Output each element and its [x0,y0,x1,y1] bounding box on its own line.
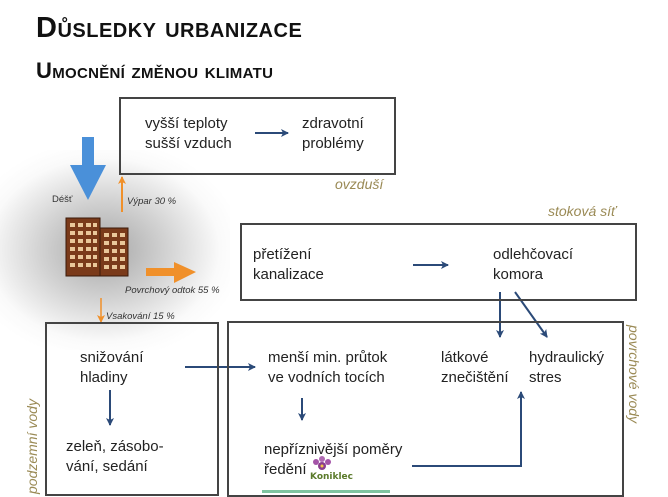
runoff-label: Povrchový odtok 55 % [125,285,220,296]
sewer-box [240,223,637,301]
rain-label: Déšť [52,194,73,205]
sewer-overflow-text: odlehčovací komora [493,246,574,283]
groundwater-box [45,322,219,496]
surfacewater-flow-text: menší min. průtok ve vodních tocích [268,349,388,386]
air-tag: ovzduší [335,176,384,192]
surfacewater-pollution-text: látkové znečištění [441,349,509,386]
logo-underline [262,490,390,493]
groundwater-level-text: snižování hladiny [80,349,144,386]
koniklec-flower-icon [313,456,331,470]
surfacewater-hydraulic-text: hydraulický stres [529,349,605,386]
sewer-tag: stoková síť [548,203,616,219]
koniklec-logo: Koniklec [310,472,354,482]
air-effect-text: zdravotní problémy [302,115,364,152]
page-subtitle: Umocnění změnou klimatu [36,58,274,83]
infiltration-label: Vsakování 15 % [106,311,175,322]
surfacewater-side-tag: povrchové vody [626,325,642,424]
surfacewater-box [227,321,624,497]
rain-arrow-icon [70,137,106,200]
air-box [119,97,396,175]
air-cause-text: vyšší teploty sušší vzduch [145,115,232,152]
page-title: Důsledky urbanizace [36,12,303,44]
evaporation-label: Výpar 30 % [127,196,177,207]
surfacewater-dilution-text: nepříznivější poměry ředění [264,441,403,478]
dilution-to-pollution-arrow [412,391,525,467]
buildings-icon [65,217,129,277]
groundwater-effects-text: zeleň, zásobo- vání, sedání [66,438,164,475]
groundwater-side-tag: podzemní vody [24,399,40,494]
sewer-overload-text: přetížení kanalizace [253,246,324,283]
runoff-arrow-icon [146,262,196,283]
